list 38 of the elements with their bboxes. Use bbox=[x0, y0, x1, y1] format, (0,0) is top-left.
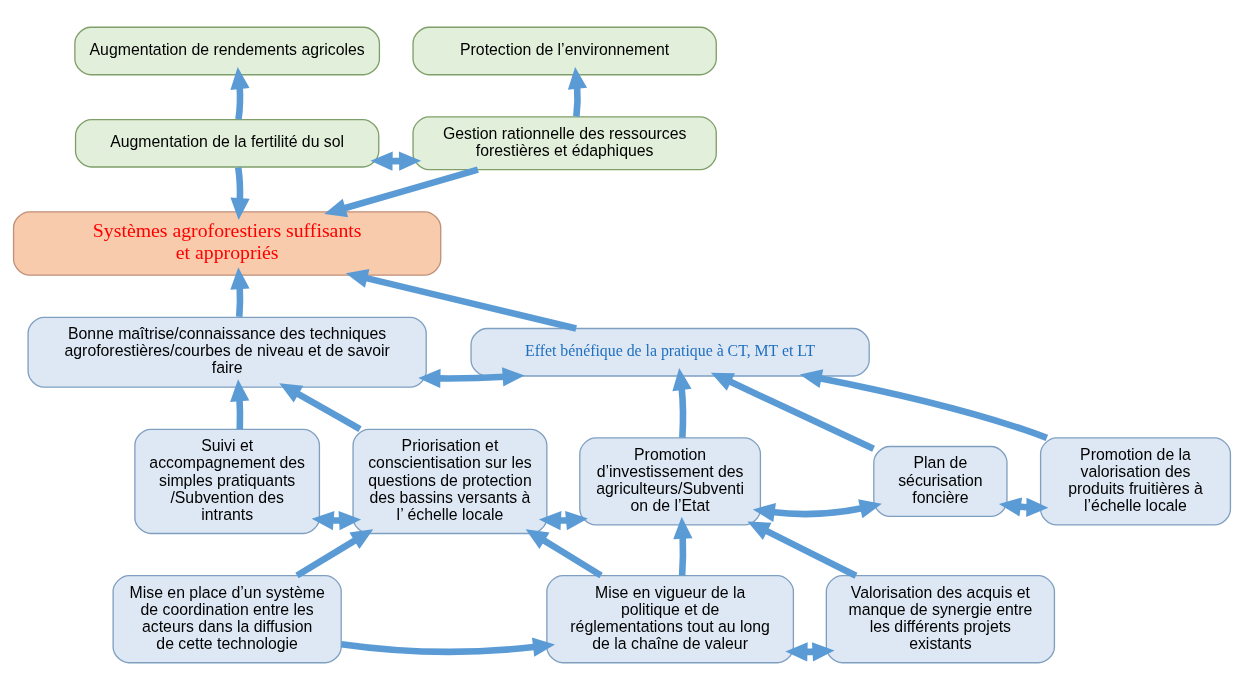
arrow bbox=[230, 66, 250, 120]
node-box: Gestion rationnelle des ressources forestières et édaphiques bbox=[412, 115, 717, 170]
arrow bbox=[279, 382, 362, 432]
node-box: Augmentation de rendements agricoles bbox=[74, 26, 381, 75]
arrow bbox=[672, 367, 692, 438]
arrow bbox=[311, 510, 362, 530]
arrow bbox=[747, 520, 858, 579]
node-box: Bonne maîtrise/connaissance des techniques agroforestières/courbes de niveau et de savoir faire bbox=[27, 316, 427, 388]
node-box: Mise en vigueur de la politique et de réglementations tout au long de la chaîne de valeur bbox=[546, 574, 795, 663]
arrow bbox=[418, 366, 525, 388]
arrow bbox=[230, 166, 250, 220]
arrow bbox=[345, 268, 577, 332]
arrow bbox=[567, 66, 588, 117]
node-box: Suivi et accompagnement des simples pratiquants /Subvention des intrants bbox=[134, 428, 321, 534]
arrow bbox=[340, 637, 555, 657]
arrow bbox=[324, 166, 479, 217]
node-box: Plan de sécurisation foncière bbox=[873, 445, 1008, 517]
node-box: Mise en place d’un système de coordination entre les acteurs dans la diffusion de cette technologie bbox=[112, 574, 342, 663]
arrow bbox=[998, 496, 1049, 517]
arrow bbox=[538, 510, 588, 530]
node-box: Promotion de la valorisation des produits fruitières à l’échelle locale bbox=[1039, 436, 1232, 526]
node-box: Priorisation et conscientisation sur les questions de protection des bassins versants à l’ échelle locale bbox=[352, 428, 548, 534]
arrow bbox=[710, 372, 875, 452]
arrow bbox=[673, 516, 693, 576]
arrow bbox=[370, 150, 422, 171]
node-box: Protection de l’environnement bbox=[412, 26, 717, 75]
arrow bbox=[230, 266, 250, 317]
arrow bbox=[799, 368, 1049, 441]
node-box: Promotion d’investissement des agriculteurs/Subventi on de l’Etat bbox=[579, 436, 762, 526]
arrow bbox=[752, 498, 882, 522]
node-box: Effet bénéfique de la pratique à CT, MT et LT bbox=[470, 327, 870, 377]
arrow bbox=[525, 528, 603, 578]
arrow bbox=[295, 528, 374, 578]
node-box: Systèmes agroforestiers suffisants et appropriés bbox=[12, 210, 442, 276]
node-box: Valorisation des acquis et manque de synergie entre les différents projets existants bbox=[825, 574, 1056, 663]
arrow bbox=[785, 641, 835, 662]
node-box: Augmentation de la fertilité du sol bbox=[74, 118, 380, 168]
arrow bbox=[230, 378, 250, 429]
